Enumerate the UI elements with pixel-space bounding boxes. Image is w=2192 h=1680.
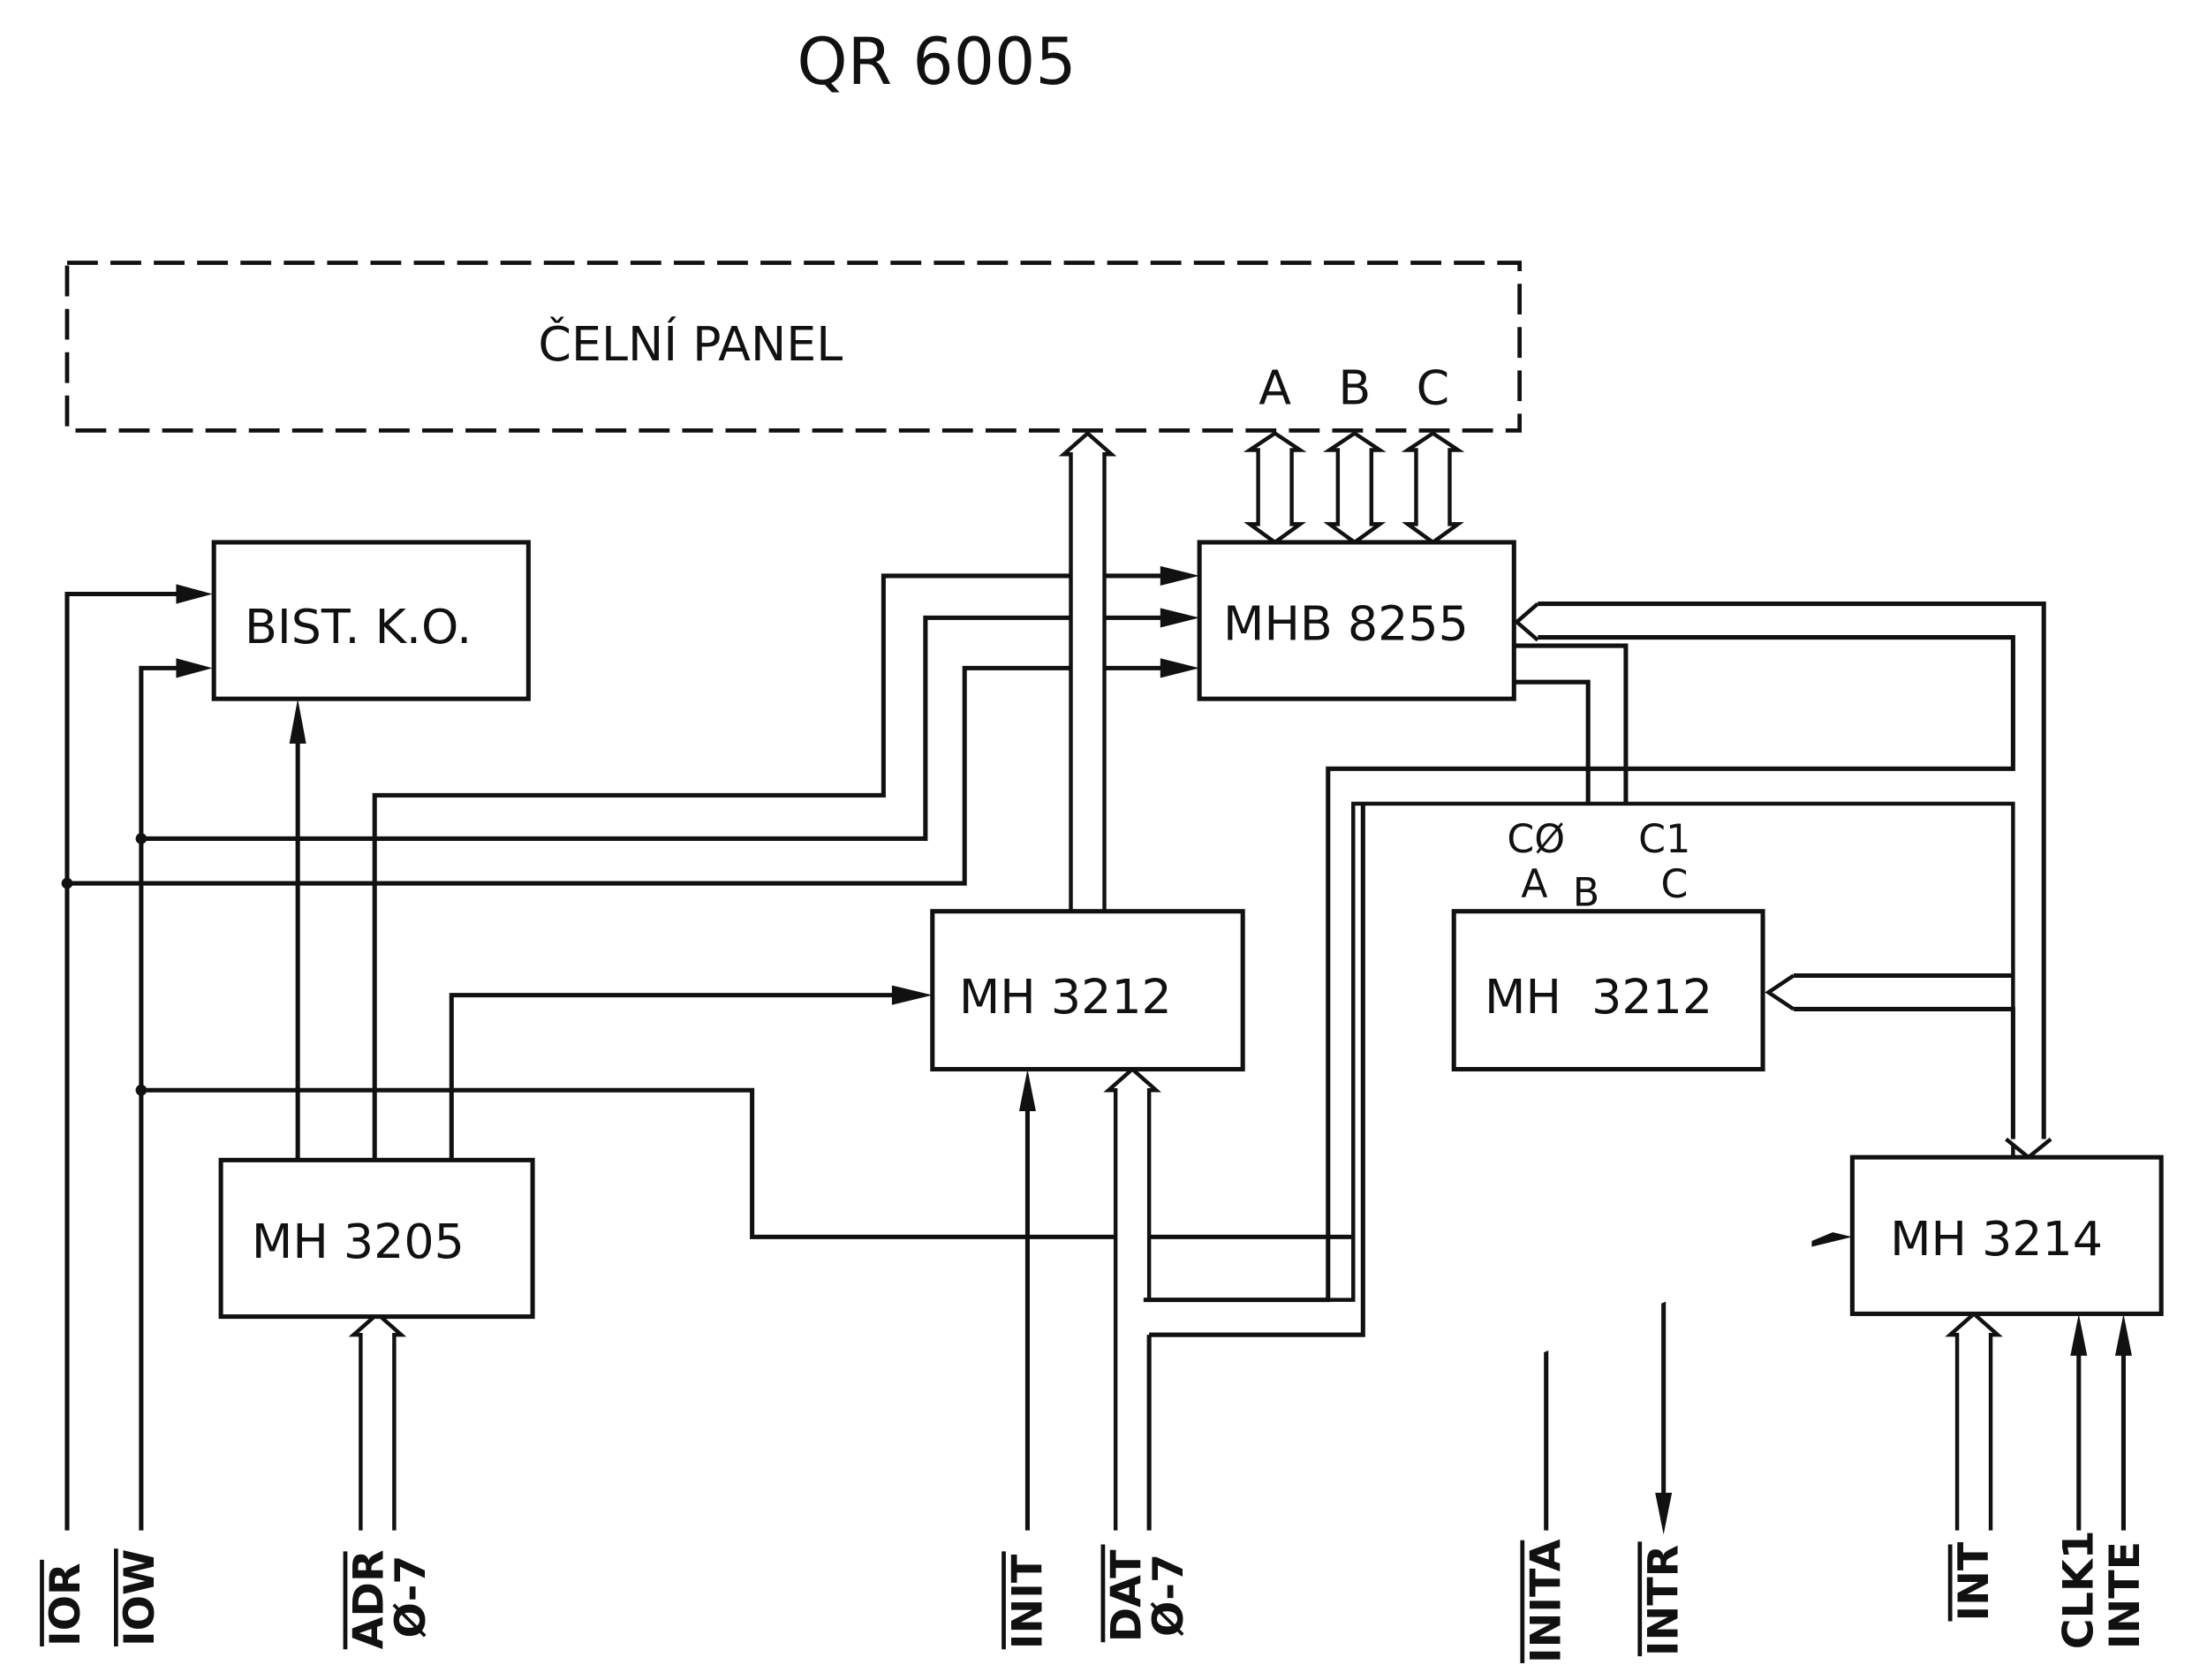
block-bist: BIST. K.O. — [211, 540, 531, 701]
signal-init: INIT — [1002, 1551, 1052, 1650]
signal-intr: INTR — [1637, 1541, 1688, 1656]
arrow-init — [1018, 1069, 1036, 1111]
signal-int: INT — [1947, 1541, 1999, 1622]
svg-text:INT: INT — [1950, 1541, 1999, 1621]
bus-dat-branch — [1149, 803, 1365, 1337]
panel-port-a-label: A — [1259, 359, 1291, 415]
block-bist-label: BIST. K.O. — [245, 599, 472, 655]
wire-ior — [64, 591, 196, 1531]
wire-8255-c0 — [1514, 679, 1591, 847]
pin-label-a: A — [1521, 862, 1547, 907]
block-mh3205-label: MH 3205 — [252, 1214, 465, 1269]
bus-port-c — [1401, 430, 1465, 545]
wire-cs-3212 — [449, 993, 912, 1161]
svg-text:INTR: INTR — [1639, 1545, 1688, 1656]
bus-3212-panel — [1058, 430, 1117, 912]
diagram-title: QR 6005 — [797, 25, 1076, 100]
arrow-intr — [1655, 1492, 1673, 1535]
arrow-ior-bist — [176, 584, 213, 604]
signal-labels: IOR IOW ADR Ø-7 INIT DAT Ø-7 INITA INTR — [40, 1530, 2150, 1664]
front-panel-label: ČELNÍ PANEL — [538, 316, 843, 372]
arrow-8255-in3 — [1160, 658, 1200, 678]
pin-label-b: B — [1573, 870, 1599, 915]
block-mh3212-right-label: MH 3212 — [1485, 969, 1712, 1025]
bus-right-3212-lower — [1793, 1006, 2015, 1139]
signal-ior: IOR — [40, 1559, 90, 1646]
junction-dot — [135, 833, 147, 844]
signal-inte: INTE — [2101, 1541, 2150, 1649]
svg-text:Ø-7: Ø-7 — [387, 1555, 435, 1638]
arrow-8255-in2 — [1160, 608, 1200, 628]
svg-text:INIT: INIT — [1003, 1554, 1052, 1649]
block-mh3214: MH 3214 — [1849, 1154, 2164, 1316]
svg-text:INTE: INTE — [2101, 1541, 2150, 1649]
block-mh3205: MH 3205 — [218, 1157, 535, 1320]
panel-port-c-label: C — [1417, 359, 1450, 415]
signal-iow: IOW — [114, 1548, 164, 1646]
block-mhb8255-label: MHB 8255 — [1223, 596, 1469, 652]
arrow-iow-bist — [176, 658, 213, 678]
bus-right-8255-arrow — [1514, 602, 1539, 642]
signal-dat: DAT Ø-7 — [1100, 1544, 1193, 1642]
bus-adr — [348, 1311, 407, 1531]
svg-text:ADR: ADR — [345, 1550, 394, 1650]
svg-text:INITA: INITA — [1523, 1539, 1571, 1663]
bus-right-3212-arrow — [1765, 973, 1795, 1011]
wire-iow — [139, 665, 196, 1531]
front-panel-box — [64, 261, 1522, 433]
pin-label-c1: C1 — [1638, 817, 1690, 862]
wire-iow-to-8255 — [140, 615, 1182, 841]
arrowheads — [176, 565, 2132, 1535]
bus-port-a — [1243, 430, 1307, 545]
pin-label-c0: CØ — [1507, 817, 1565, 862]
block-mhb8255: MHB 8255 — [1197, 540, 1516, 701]
svg-text:IOW: IOW — [116, 1549, 164, 1646]
block-mh3212-left: MH 3212 — [930, 909, 1245, 1072]
wire-cs-8255 — [372, 573, 1182, 1161]
signal-inita: INITA — [1520, 1539, 1571, 1664]
arrow-3212-cs — [891, 985, 933, 1005]
bus-port-b — [1323, 430, 1387, 545]
bus-right-outer — [1538, 602, 2046, 1139]
arrow-cs-bist — [289, 699, 306, 744]
pin-label-c: C — [1660, 862, 1688, 907]
arrow-clk1 — [2070, 1313, 2088, 1356]
bus-dat-upper — [1143, 635, 2015, 1303]
panel-port-b-label: B — [1338, 359, 1371, 415]
arrow-8255-in1 — [1160, 565, 1200, 586]
wire-iow-to-3214 — [140, 1087, 1832, 1239]
signal-adr: ADR Ø-7 — [343, 1550, 435, 1650]
block-mh3212-left-label: MH 3212 — [959, 969, 1172, 1025]
svg-text:DAT: DAT — [1103, 1549, 1152, 1642]
svg-text:CLK1: CLK1 — [2055, 1530, 2104, 1649]
junction-dot — [61, 877, 73, 889]
bus-int — [1945, 1311, 2003, 1531]
svg-text:Ø-7: Ø-7 — [1145, 1554, 1193, 1637]
block-mh3212-right: MH 3212 — [1451, 909, 1765, 1072]
svg-text:IOR: IOR — [42, 1563, 90, 1646]
arrow-inte — [2114, 1313, 2132, 1356]
block-mh3214-label: MH 3214 — [1890, 1211, 2103, 1267]
junction-dot — [135, 1084, 147, 1096]
signal-clk1: CLK1 — [2055, 1530, 2104, 1649]
wire-8255-c1 — [1514, 643, 1629, 847]
